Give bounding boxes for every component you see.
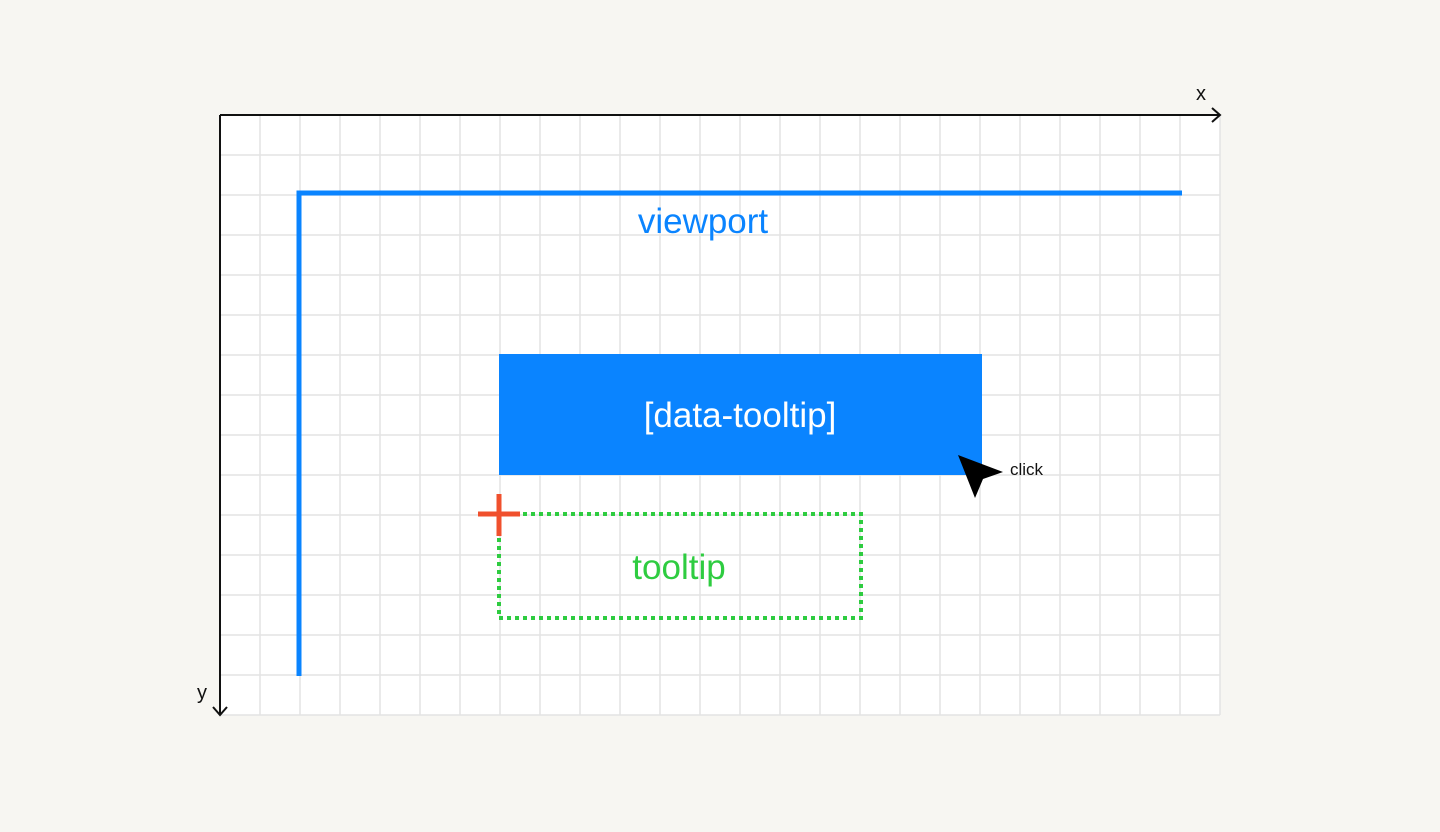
y-axis-arrow-icon (212, 706, 228, 717)
tooltip-target-label: [data-tooltip] (644, 396, 837, 435)
axes: x y (197, 83, 1222, 717)
viewport: viewport (296, 190, 1182, 676)
click-label: click (1010, 460, 1044, 479)
viewport-label: viewport (638, 202, 769, 241)
tooltip: tooltip (497, 512, 863, 620)
viewport-boundary (296, 190, 1182, 676)
tooltip-box (497, 512, 863, 620)
tooltip-target-element[interactable]: [data-tooltip] (499, 354, 982, 475)
crosshair-plus-icon (478, 494, 520, 536)
click-cursor: click (958, 455, 1044, 498)
x-axis-label: x (1196, 83, 1206, 105)
tooltip-label: tooltip (632, 548, 725, 587)
cursor-arrow-icon (958, 455, 1003, 498)
tooltip-target-box[interactable] (499, 354, 982, 475)
y-axis-label: y (197, 682, 207, 704)
x-axis-arrow-icon (1211, 107, 1222, 123)
